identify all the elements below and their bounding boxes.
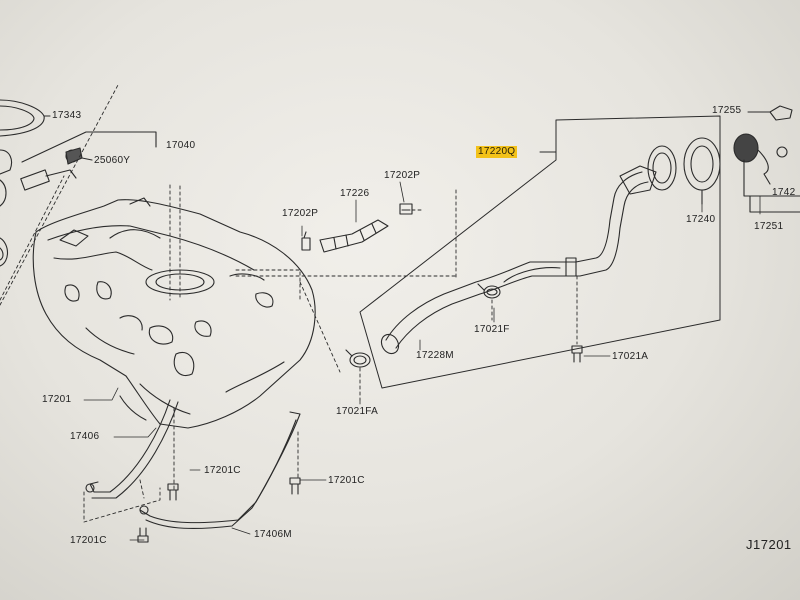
label-17220Q-highlighted: 17220Q xyxy=(476,146,518,158)
clip-17202P-a xyxy=(301,231,311,251)
bolt-17021A xyxy=(571,275,583,363)
label-17240: 17240 xyxy=(686,214,716,225)
label-17021FA: 17021FA xyxy=(336,406,379,417)
label-17021A: 17021A xyxy=(612,351,649,362)
fuel-tank-17201 xyxy=(32,197,316,429)
label-leaders xyxy=(83,181,761,541)
label-17343: 17343 xyxy=(52,110,82,121)
strap-guide-lines xyxy=(83,407,299,523)
gasket-17240 xyxy=(683,137,721,205)
label-17201C-middle: 17201C xyxy=(204,465,241,476)
label-1742x: 1742 xyxy=(772,187,796,198)
bolt-17201C-c xyxy=(137,527,149,543)
bolt-17201C-a xyxy=(167,483,179,501)
label-17201: 17201 xyxy=(42,394,72,405)
label-17201C-right: 17201C xyxy=(328,475,365,486)
page-code: J17201 xyxy=(746,537,792,552)
tank-strap-17406M xyxy=(139,411,301,530)
sender-unit-17040 xyxy=(0,147,83,267)
clamp-17021F xyxy=(477,283,501,321)
label-17202P-right: 17202P xyxy=(384,170,421,181)
label-17021F: 17021F xyxy=(474,324,510,335)
tank-guide-lines xyxy=(179,185,457,373)
label-17040: 17040 xyxy=(166,140,196,151)
label-17201C-left: 17201C xyxy=(70,535,107,546)
label-25060Y: 25060Y xyxy=(94,155,131,166)
leader-25060Y xyxy=(81,157,93,161)
label-17406M: 17406M xyxy=(254,529,292,540)
guide-lines-left xyxy=(0,84,171,306)
label-17255: 17255 xyxy=(712,105,742,116)
filler-tube xyxy=(380,145,677,355)
bolt-17201C-b xyxy=(289,477,301,495)
hose-17226 xyxy=(319,219,389,253)
label-17251: 17251 xyxy=(754,221,784,232)
label-17228M: 17228M xyxy=(416,350,454,361)
leader-17040 xyxy=(21,131,157,163)
clip-17202P-b xyxy=(399,203,413,215)
lock-ring-17343 xyxy=(0,99,45,137)
label-17202P-left: 17202P xyxy=(282,208,319,219)
filler-assembly-box xyxy=(359,115,721,389)
clamp-17021FA xyxy=(345,349,371,401)
fuel-cap-17251 xyxy=(733,105,800,213)
tank-strap-17406 xyxy=(85,399,179,499)
label-17406: 17406 xyxy=(70,431,100,442)
label-17226: 17226 xyxy=(340,188,370,199)
